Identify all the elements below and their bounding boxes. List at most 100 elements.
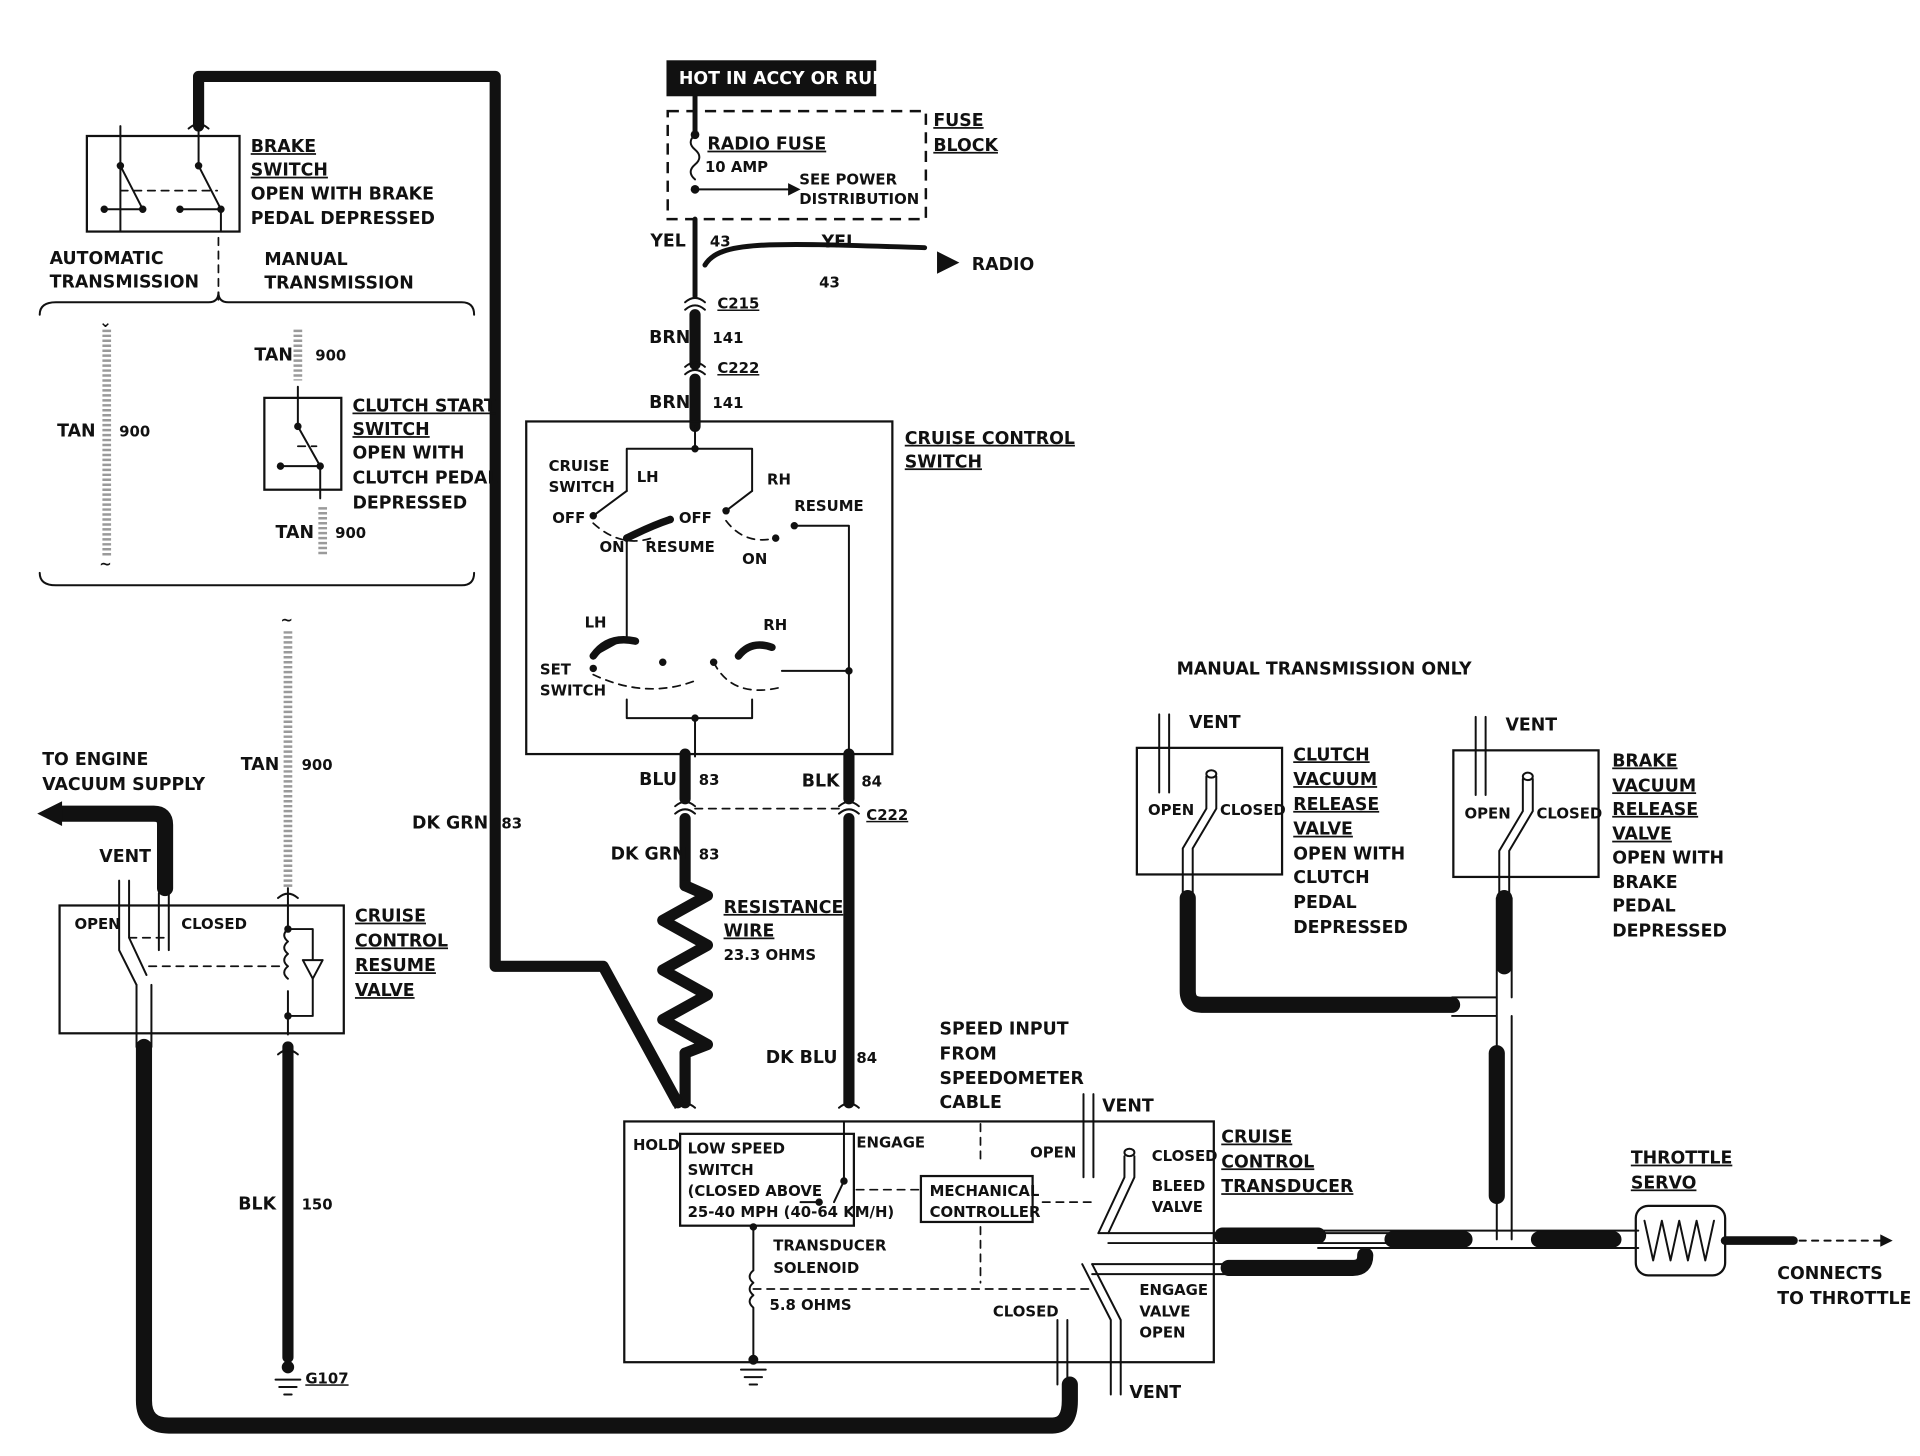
dk-blu-label: DK BLU — [766, 1048, 838, 1068]
resume-solenoid-symbol — [283, 887, 324, 1036]
clutch-vent-label: VENT — [1189, 713, 1241, 733]
clutch-start-switch-label: SWITCH — [352, 420, 429, 440]
radio-arrow-icon — [937, 251, 960, 274]
brake-switch-desc-b: PEDAL DEPRESSED — [251, 209, 435, 229]
manual-label: MANUAL — [264, 250, 347, 270]
brn-141-label-b: 141 — [712, 394, 743, 412]
dk-grn-83-long-label: DK GRN — [412, 814, 488, 834]
resume-valve-box — [58, 904, 345, 1035]
automatic-label: AUTOMATIC — [50, 249, 164, 269]
bleed-label: BLEED — [1152, 1177, 1206, 1195]
resistance-ohms-label: 23.3 OHMS — [724, 946, 817, 964]
clutch-start-label: CLUTCH START — [352, 397, 495, 417]
brake-vac-valve-mechanism — [1474, 715, 1534, 900]
c222-label-top: C222 — [717, 359, 759, 377]
c222-lower-connector-icon — [674, 800, 860, 815]
hot-in-accy-label-group: HOT IN ACCY OR RUN — [666, 60, 887, 97]
lh-label-top: LH — [637, 468, 659, 486]
resistance-wire-symbol — [657, 880, 714, 1059]
resume-label-right: RESUME — [794, 497, 863, 515]
clutch-vacuum-release-valve-box — [1135, 746, 1284, 876]
cruise-control-transducer-box — [623, 1120, 1215, 1364]
resume-valve-mechanism — [118, 879, 284, 1048]
cruise-control-switch-title2: SWITCH — [905, 452, 982, 472]
transducer-label-b: CONTROL — [1221, 1152, 1314, 1172]
dk-blu-84-label: 84 — [856, 1049, 877, 1067]
solenoid-label: SOLENOID — [773, 1259, 859, 1277]
svg-text:⌄: ⌄ — [99, 313, 111, 331]
brake-vac-title-d: VALVE — [1612, 825, 1672, 845]
resume-closed-label: CLOSED — [181, 915, 247, 933]
brake-switch-mechanism — [103, 125, 222, 232]
blk-150-num: 150 — [302, 1196, 333, 1214]
bleed-valve-label: VALVE — [1152, 1198, 1203, 1216]
cruise-control-switch-box — [525, 420, 894, 756]
engage-valve-mechanism — [1056, 1263, 1122, 1396]
rh-label-bottom: RH — [763, 616, 787, 634]
tan-900-main-label: 900 — [302, 756, 333, 774]
throttle-servo-label-a: THROTTLE — [1631, 1149, 1733, 1169]
set-switch-label: SWITCH — [540, 682, 606, 700]
connects-throttle-arrow-icon — [1880, 1234, 1893, 1247]
rh-label-top: RH — [767, 471, 791, 489]
speed-input-label: SPEED INPUT — [940, 1020, 1069, 1040]
svg-text:~: ~ — [99, 555, 111, 573]
manual-transmission-label: TRANSMISSION — [264, 274, 413, 294]
resistance-label: RESISTANCE — [724, 898, 844, 918]
clutch-valve-open-label: OPEN — [1148, 801, 1194, 819]
see-power-label: SEE POWER — [799, 170, 897, 188]
closed-above-label: (CLOSED ABOVE — [688, 1182, 822, 1200]
blk-150-label: BLK — [238, 1195, 276, 1215]
low-speed-label: LOW SPEED — [688, 1140, 785, 1158]
tan-900-auto-label: 900 — [119, 422, 150, 440]
brake-switch-label-b: SWITCH — [251, 161, 328, 181]
resume-open-label: OPEN — [74, 915, 120, 933]
low-speed-switch-mechanism — [748, 1120, 1094, 1359]
bleed-closed-label: CLOSED — [1152, 1147, 1218, 1165]
blk-84-label: 84 — [861, 772, 882, 790]
engage-valve-open-label: OPEN — [1139, 1323, 1185, 1341]
cruise-switch-label-a: CRUISE — [549, 457, 610, 475]
engage-valve-label-a: ENGAGE — [1139, 1281, 1208, 1299]
solenoid-ohms-label: 5.8 OHMS — [769, 1296, 851, 1314]
bleed-vent-label: VENT — [1102, 1097, 1154, 1117]
vacuum-supply-arrow-icon — [37, 801, 63, 827]
hold-label: HOLD — [633, 1136, 680, 1154]
tan-label-manual-a: TAN — [254, 346, 292, 366]
to-throttle-label: TO THROTTLE — [1777, 1289, 1911, 1309]
clutch-start-switch-box — [263, 396, 343, 491]
tan-label-manual-b: TAN — [276, 523, 314, 543]
c215-label: C215 — [717, 295, 759, 313]
c222-label-bottom: C222 — [866, 806, 908, 824]
clutch-valve-closed-label: CLOSED — [1220, 801, 1286, 819]
brake-vac-desc-b: BRAKE — [1612, 873, 1677, 893]
brn-label-b: BRN — [649, 393, 690, 413]
brake-vac-title-b: VACUUM — [1612, 776, 1696, 796]
fuse-block-box — [666, 109, 928, 221]
manual-transmission-only-label: MANUAL TRANSMISSION ONLY — [1177, 660, 1472, 680]
svg-text:~: ~ — [280, 611, 292, 629]
transducer-label-a: CRUISE — [1221, 1128, 1292, 1148]
dk-grn-83-brake-wire — [192, 70, 684, 1109]
vacuum-supply-label: VACUUM SUPPLY — [42, 775, 205, 795]
clutch-start-desc-a: OPEN WITH — [352, 444, 464, 464]
resume-vent-label: VENT — [99, 847, 151, 867]
blu-label: BLU — [639, 770, 677, 790]
resume-valve-label-c: RESUME — [355, 956, 436, 976]
g107-label: G107 — [305, 1369, 348, 1387]
clutch-start-desc-c: DEPRESSED — [352, 493, 467, 513]
brake-switch-label-a: BRAKE — [251, 137, 316, 157]
clutch-valve-title-a: CLUTCH — [1293, 745, 1369, 765]
brake-vac-desc-c: PEDAL — [1612, 897, 1676, 917]
on-label-left: ON — [599, 538, 624, 556]
solenoid-transducer-label: TRANSDUCER — [773, 1237, 887, 1255]
mph-label: 25-40 MPH (40-64 KM/H) — [688, 1203, 895, 1221]
bleed-open-label: OPEN — [1030, 1143, 1076, 1161]
tan-900-manual-a: 900 — [315, 347, 346, 365]
wire-label: WIRE — [724, 922, 775, 942]
dk-grn-label: DK GRN — [611, 845, 687, 865]
cruise-control-switch-title: CRUISE CONTROL — [905, 429, 1075, 449]
transducer-label-c: TRANSDUCER — [1221, 1177, 1354, 1197]
resume-to-transducer-hose — [135, 1038, 1078, 1434]
to-engine-label: TO ENGINE — [42, 750, 148, 770]
